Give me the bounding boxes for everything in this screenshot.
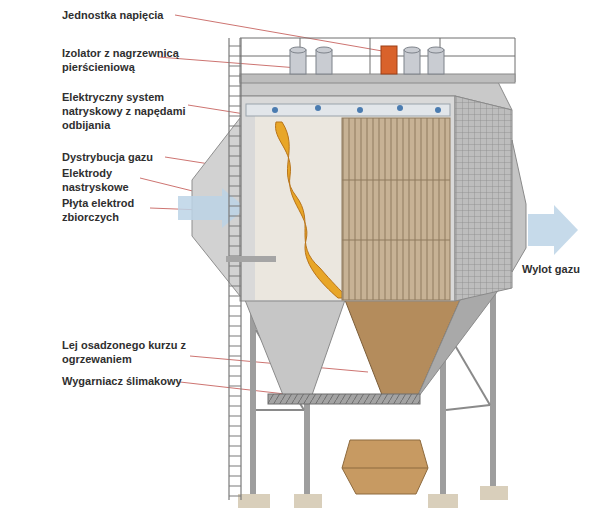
bin-edge <box>342 468 428 469</box>
gas-distribution-grid <box>455 96 512 301</box>
foundation-block <box>294 494 322 508</box>
collecting-plates <box>342 118 450 300</box>
top-railing <box>240 38 515 82</box>
foundation-block <box>428 494 458 508</box>
gas-flow-arrow <box>178 188 246 228</box>
dust-hopper <box>245 300 345 395</box>
discharge-electrodes <box>276 122 348 298</box>
part-label: Lej osadzonego kurzu z ogrzewaniem <box>62 338 197 366</box>
plate-frame <box>342 180 450 181</box>
part-label: Elektrody nastryskowe <box>62 166 152 194</box>
gas-flow-arrow <box>528 205 578 255</box>
part-label: Płyta elektrod zbiorczych <box>62 196 157 224</box>
plate-frame <box>342 240 450 241</box>
screw-conveyor <box>268 394 420 404</box>
support-leg <box>490 290 496 490</box>
dust-bin <box>342 440 428 494</box>
rapping-system <box>246 104 450 116</box>
insulators <box>290 47 444 74</box>
leader-line <box>175 15 388 52</box>
casing-front <box>240 96 455 301</box>
foundation-block <box>238 494 270 508</box>
top-platform <box>240 74 515 83</box>
rapping-drives <box>272 105 441 113</box>
part-label: Wygarniacz ślimakowy <box>62 374 202 388</box>
gas-outlet <box>512 140 526 272</box>
landing-platform <box>226 256 276 262</box>
voltage-unit <box>381 46 397 74</box>
part-label: Dystrybucja gazu <box>62 150 182 164</box>
support-leg <box>250 300 256 498</box>
foundation-block <box>480 486 508 500</box>
casing-interior <box>255 112 450 300</box>
access-ladder <box>229 38 241 500</box>
leader-line <box>158 57 298 68</box>
hopper-side <box>416 288 500 400</box>
part-label: Wylot gazu <box>522 262 592 276</box>
part-label: Jednostka napięcia <box>62 8 202 22</box>
part-label: Elektryczny system natryskowy z napędami… <box>62 90 187 132</box>
part-label: Izolator z nagrzewnicą pierścieniową <box>62 46 212 74</box>
